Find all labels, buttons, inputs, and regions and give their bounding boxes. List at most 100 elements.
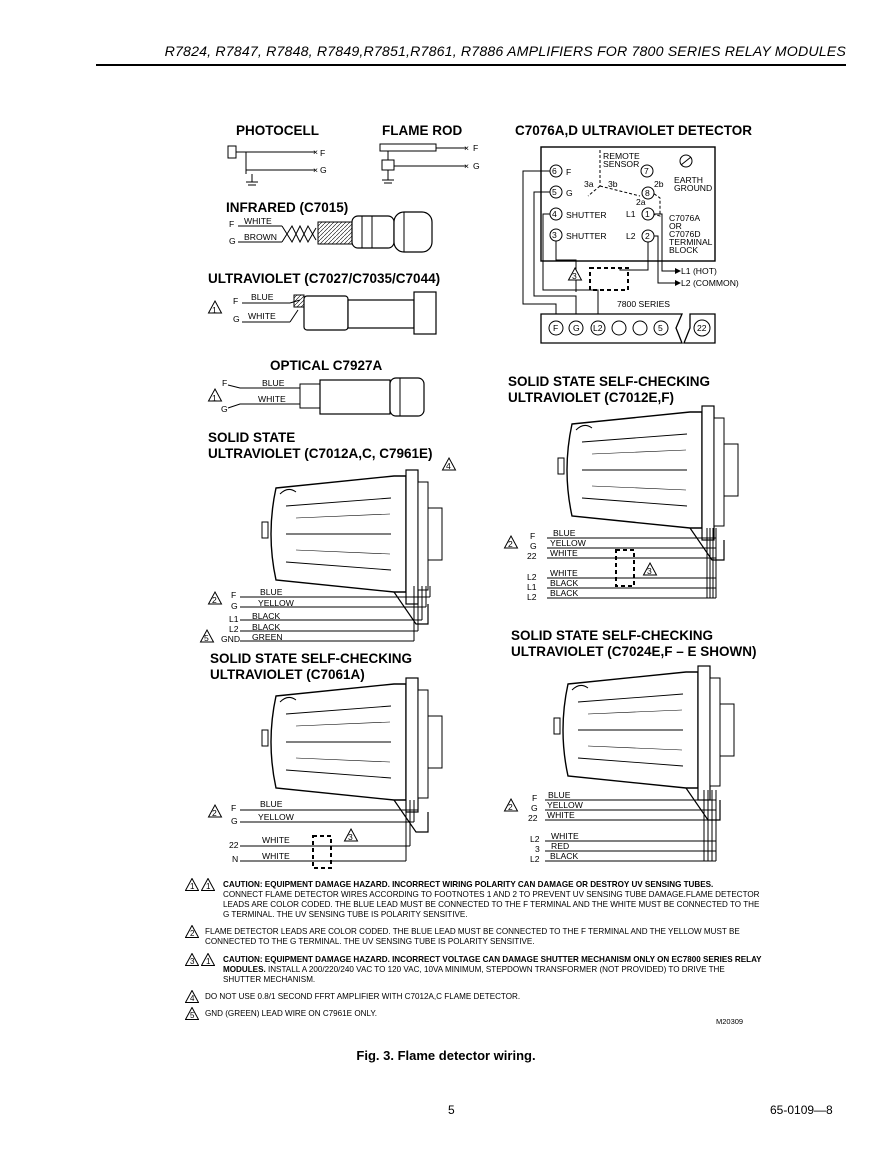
c7012ef-black-1: BLACK	[550, 578, 578, 588]
note-marker: 2	[185, 925, 199, 941]
c7012ac-leads	[240, 586, 431, 642]
c7012ac-title-2: ULTRAVIOLET (C7012A,C, C7961E)	[208, 446, 433, 461]
c7012ac-note4: 4	[446, 461, 451, 471]
c7012ef-white: WHITE	[550, 548, 578, 558]
uv-c7027-f: F	[233, 296, 238, 306]
c7061-leads	[240, 800, 419, 869]
figure-caption: Fig. 3. Flame detector wiring.	[356, 1048, 536, 1063]
note-marker: 5	[185, 1006, 199, 1023]
c7076-tb1: C7076A	[669, 213, 700, 223]
infrared-g: G	[229, 236, 236, 246]
svg-text:×: ×	[464, 143, 469, 153]
svg-text:1: 1	[190, 882, 195, 891]
uv-c7027-blue-label: BLUE	[251, 292, 274, 302]
svg-text:1: 1	[206, 957, 211, 966]
c7061-title-2: ULTRAVIOLET (C7061A)	[210, 667, 365, 682]
note-marker: 4	[185, 989, 199, 1006]
c7024-l2b: L2	[530, 854, 540, 864]
note-marker: 3 1	[185, 952, 216, 969]
c7012ef-note2: 2	[508, 539, 513, 549]
c7076-title: C7076A,D ULTRAVIOLET DETECTOR	[515, 123, 752, 138]
photocell-g: G	[320, 165, 327, 175]
c7012ef-blue: BLUE	[553, 528, 576, 538]
c7076-f-label: F	[566, 167, 571, 177]
strip-f: F	[553, 323, 558, 333]
footnote-3: 3 1 CAUTION: EQUIPMENT DAMAGE HAZARD. IN…	[185, 952, 765, 985]
svg-text:×: ×	[464, 161, 469, 171]
flame-rod-title: FLAME ROD	[382, 123, 462, 138]
c7024-white-2: WHITE	[551, 831, 579, 841]
c7076-l2: L2	[626, 231, 636, 241]
footnote-3-body: INSTALL A 200/220/240 VAC TO 120 VAC, 10…	[223, 964, 725, 984]
infrared-title: INFRARED (C7015)	[226, 200, 348, 215]
page-number: 5	[448, 1103, 455, 1117]
note-marker: 1 1	[185, 878, 216, 894]
c7012ef-white-2: WHITE	[550, 568, 578, 578]
optical-g: G	[221, 404, 228, 414]
c7061-blue: BLUE	[260, 799, 283, 809]
c7012ef-22: 22	[527, 551, 537, 561]
c7012ac-title-1: SOLID STATE	[208, 430, 295, 445]
c7076-l1-hot: L1 (HOT)	[681, 266, 717, 276]
c7061-white-1: WHITE	[262, 835, 290, 845]
c7024-leads	[545, 790, 717, 862]
c7024-3: 3	[535, 844, 540, 854]
c7012ac-yellow: YELLOW	[258, 598, 295, 608]
page-header: R7824, R7847, R7848, R7849,R7851,R7861, …	[164, 44, 846, 60]
c7076-3a: 3a	[584, 179, 594, 189]
footnote-1-heading: CAUTION: EQUIPMENT DAMAGE HAZARD. INCORR…	[223, 880, 714, 889]
c7076-series: 7800 SERIES	[617, 299, 670, 309]
c7012ef-l2a: L2	[527, 572, 537, 582]
c7076-t5: 5	[552, 187, 557, 197]
infrared-symbol	[238, 211, 433, 253]
c7061-note3: 3	[348, 832, 353, 842]
c7012ac-green: GREEN	[252, 632, 283, 642]
footnote-4: 4 DO NOT USE 0.8/1 SECOND FFRT AMPLIFIER…	[185, 989, 765, 1003]
c7012ef-detector	[557, 405, 739, 561]
svg-text:4: 4	[190, 994, 195, 1003]
c7076-earth: EARTH	[674, 175, 703, 185]
c7024-red: RED	[551, 841, 569, 851]
c7012ef-leads	[547, 528, 717, 599]
flame-rod-symbol: ××	[379, 143, 469, 184]
c7076-tb3: C7076D	[669, 229, 701, 239]
infrared-white-label: WHITE	[244, 216, 272, 226]
c7012ef-yellow: YELLOW	[550, 538, 587, 548]
c7012ef-f: F	[530, 531, 535, 541]
c7012ef-l2b: L2	[527, 592, 537, 602]
c7076-t3: 3	[552, 230, 557, 240]
c7076-t6: 6	[552, 166, 557, 176]
photocell-symbol: ××	[227, 145, 318, 186]
svg-text:×: ×	[313, 165, 318, 175]
c7024-white: WHITE	[547, 810, 575, 820]
c7076-g-label: G	[566, 188, 573, 198]
footnote-2: 2 FLAME DETECTOR LEADS ARE COLOR CODED. …	[185, 925, 765, 947]
figure-code: M20309	[716, 1017, 744, 1026]
footnote-3-heading: CAUTION: EQUIPMENT DAMAGE HAZARD. INCORR…	[223, 954, 762, 974]
c7076-remote: REMOTE	[603, 151, 640, 161]
c7061-white-2: WHITE	[262, 851, 290, 861]
optical-f: F	[222, 378, 227, 388]
c7012ac-black-1: BLACK	[252, 611, 280, 621]
c7061-22: 22	[229, 840, 239, 850]
c7076-ground: GROUND	[674, 183, 712, 193]
optical-white-label: WHITE	[258, 394, 286, 404]
c7061-note2: 2	[212, 808, 217, 818]
c7012ef-g: G	[530, 541, 537, 551]
c7012ac-blue: BLUE	[260, 587, 283, 597]
svg-text:2: 2	[190, 929, 195, 938]
svg-text:3: 3	[190, 957, 195, 966]
optical-note: 1	[212, 393, 217, 403]
c7076-l1: L1	[626, 209, 636, 219]
strip-g: G	[573, 323, 580, 333]
c7061-title-1: SOLID STATE SELF-CHECKING	[210, 651, 412, 666]
c7024-black: BLACK	[550, 851, 578, 861]
uv-c7027-title: ULTRAVIOLET (C7027/C7035/C7044)	[208, 271, 440, 286]
photocell-title: PHOTOCELL	[236, 123, 319, 138]
optical-title: OPTICAL C7927A	[270, 358, 383, 373]
c7076-wiring	[522, 170, 716, 344]
c7012ef-note3: 3	[647, 566, 652, 576]
uv-c7027-white-label: WHITE	[248, 311, 276, 321]
c7076-2a: 2a	[636, 197, 646, 207]
c7012ef-title-1: SOLID STATE SELF-CHECKING	[508, 374, 710, 389]
